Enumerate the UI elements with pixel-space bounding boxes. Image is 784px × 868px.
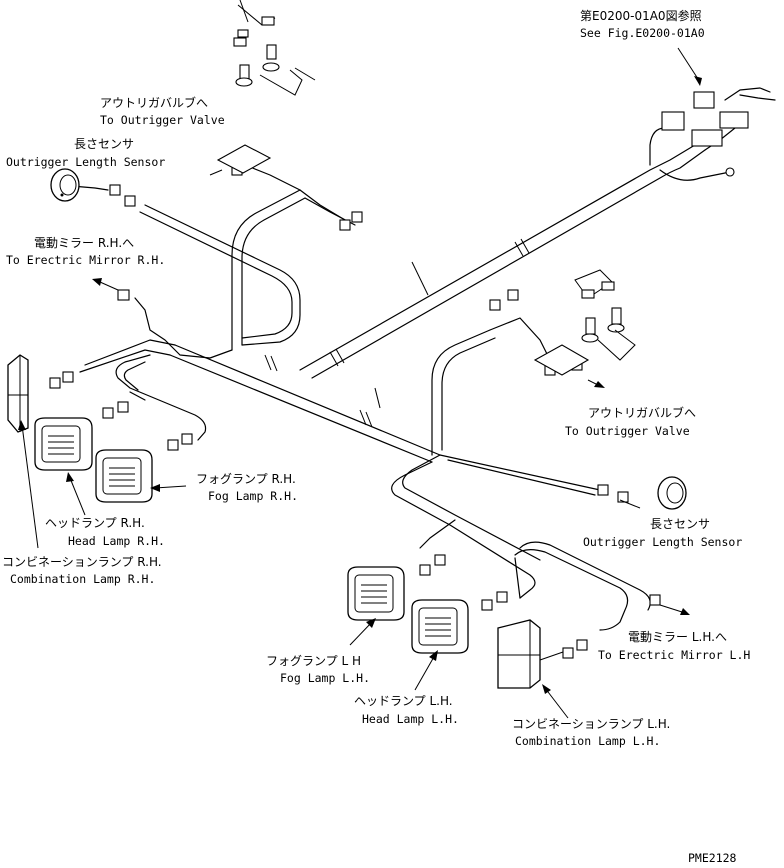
fog-lamp-lh [347, 566, 405, 621]
head-lamp-rh [34, 417, 93, 471]
connector [576, 639, 588, 651]
connector [181, 433, 193, 445]
label-head-lh-jp: ヘッドランプ L.H. [354, 694, 453, 708]
label-fog-lh: フォグランプ L H Fog Lamp L.H. [266, 654, 370, 685]
label-mirror-rh-en: To Erectric Mirror R.H. [6, 253, 165, 267]
connector [117, 289, 130, 301]
ground-terminal [725, 167, 735, 177]
connector [339, 219, 351, 231]
connector [351, 211, 363, 223]
label-fog-rh: フォグランプ R.H. Fog Lamp R.H. [196, 472, 298, 503]
label-mirror-lh-jp: 電動ミラー L.H.へ [628, 630, 727, 644]
label-mirror-rh-jp: 電動ミラー R.H.へ [34, 236, 134, 250]
label-fog-rh-en: Fog Lamp R.H. [208, 489, 298, 503]
lower-right-branch [391, 317, 651, 631]
connector [562, 647, 574, 659]
connector [691, 129, 723, 147]
label-fog-lh-en: Fog Lamp L.H. [280, 671, 370, 685]
label-head-lh: ヘッドランプ L.H. Head Lamp L.H. [354, 694, 459, 726]
label-sensor-bottom-jp: 長さセンサ [650, 517, 710, 531]
connector [49, 377, 61, 389]
label-see-fig: 第E0200-01A0図参照 See Fig.E0200-01A0 [580, 8, 705, 40]
combination-lamp-rh [7, 354, 29, 433]
connector [649, 594, 661, 606]
label-sensor-top-jp: 長さセンサ [74, 137, 134, 151]
label-valve-bottom-en: To Outrigger Valve [565, 424, 690, 438]
connector [419, 564, 431, 576]
label-combo-lh-jp: コンビネーションランプ L.H. [512, 717, 670, 731]
label-valve-top-jp: アウトリガバルブへ [100, 95, 208, 110]
clamp-bolts-right [574, 269, 636, 361]
connector [489, 299, 501, 311]
connector-bracket [533, 344, 590, 376]
label-head-rh-en: Head Lamp R.H. [68, 534, 165, 548]
label-see-fig-en: See Fig.E0200-01A0 [580, 26, 705, 40]
label-sensor-bottom-en: Outrigger Length Sensor [583, 535, 742, 549]
connector [496, 591, 508, 603]
label-valve-top-en: To Outrigger Valve [100, 113, 225, 127]
label-fog-lh-jp: フォグランプ L H [266, 654, 361, 668]
head-lamp-lh [411, 599, 469, 654]
left-branch [79, 297, 233, 441]
connector [719, 111, 749, 129]
label-head-rh-jp: ヘッドランプ R.H. [45, 516, 145, 530]
connector [597, 484, 609, 496]
label-combo-lh-en: Combination Lamp L.H. [515, 734, 660, 748]
connector [124, 195, 136, 207]
main-harness-trunk [169, 141, 706, 463]
connector [507, 289, 519, 301]
drawing-code: PME2128 [688, 851, 737, 865]
label-combo-lh: コンビネーションランプ L.H. Combination Lamp L.H. [512, 717, 670, 748]
label-sensor-bottom: 長さセンサ Outrigger Length Sensor [583, 517, 742, 549]
clamp-bolts-top [233, 0, 316, 96]
label-mirror-lh-en: To Erectric Mirror L.H [598, 648, 750, 662]
label-see-fig-jp: 第E0200-01A0図参照 [580, 8, 702, 23]
label-fog-rh-jp: フォグランプ R.H. [196, 472, 296, 486]
label-combo-rh: コンビネーションランプ R.H. Combination Lamp R.H. [2, 555, 162, 586]
label-valve-top: アウトリガバルブへ To Outrigger Valve [100, 95, 225, 127]
connector [693, 91, 715, 109]
fog-lamp-rh [95, 449, 153, 503]
length-sensor-rh [50, 168, 80, 202]
connector [434, 554, 446, 566]
connector [481, 599, 493, 611]
label-head-rh: ヘッドランプ R.H. Head Lamp R.H. [45, 516, 165, 548]
connectors [49, 91, 749, 659]
combination-lamp-lh [497, 619, 564, 689]
label-head-lh-en: Head Lamp L.H. [362, 712, 459, 726]
upper-left-branch [59, 164, 356, 351]
connector-bracket [216, 144, 272, 174]
label-combo-rh-en: Combination Lamp R.H. [10, 572, 155, 586]
label-sensor-top: 長さセンサ Outrigger Length Sensor [6, 137, 165, 169]
connector [117, 401, 129, 413]
label-mirror-rh: 電動ミラー R.H.へ To Erectric Mirror R.H. [6, 236, 165, 267]
label-valve-bottom-jp: アウトリガバルブへ [588, 405, 696, 420]
leader-arrows [18, 47, 702, 719]
connector [62, 371, 74, 383]
connector [102, 407, 114, 419]
connector [167, 439, 179, 451]
connector [109, 184, 121, 196]
label-combo-rh-jp: コンビネーションランプ R.H. [2, 555, 162, 569]
label-sensor-top-en: Outrigger Length Sensor [6, 155, 165, 169]
connector [617, 491, 629, 503]
connector [661, 111, 685, 131]
label-mirror-lh: 電動ミラー L.H.へ To Erectric Mirror L.H [598, 630, 750, 662]
label-valve-bottom: アウトリガバルブへ To Outrigger Valve [565, 405, 696, 438]
length-sensor-lh [657, 476, 687, 510]
